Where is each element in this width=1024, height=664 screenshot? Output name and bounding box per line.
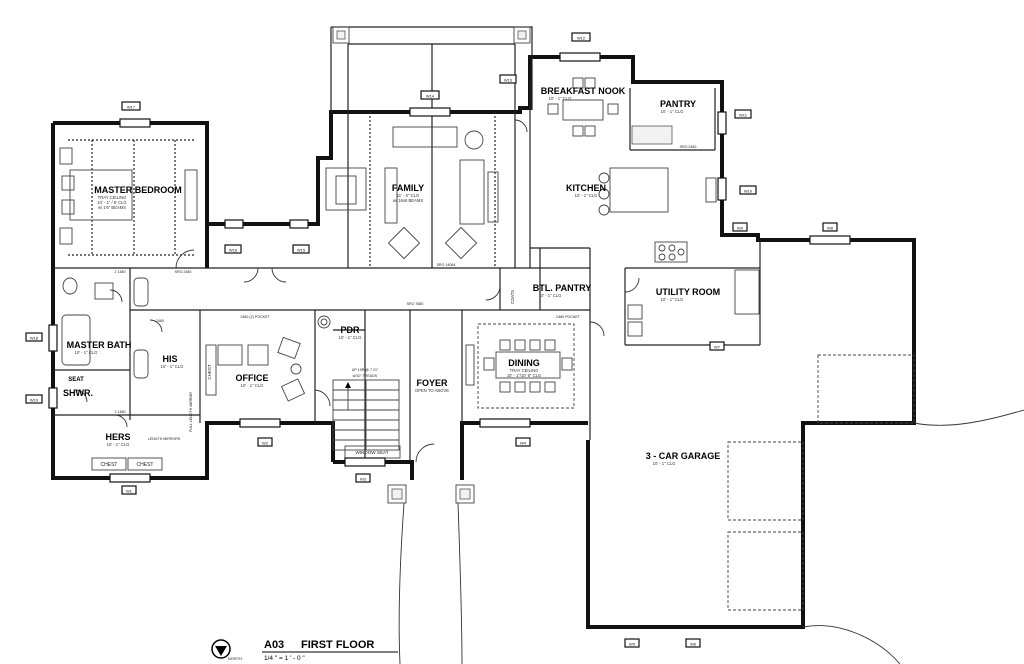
stair-note: w/10" TREADS: [353, 374, 378, 378]
window-tag-w1: W1: [126, 488, 133, 493]
window-seat-label: WINDOW SEAT: [355, 450, 388, 455]
window-tag-w16: W16: [229, 247, 238, 252]
room-label-btl-pantry: BTL. PANTRY: [533, 283, 592, 293]
room-sub: 10' - 1" CLG: [653, 461, 676, 466]
window-tag-w8: W8: [827, 225, 834, 230]
window-tag-w11: W11: [739, 112, 748, 117]
opening-note: SRO 7680: [407, 302, 424, 306]
window-tag-w19: W19: [30, 397, 39, 402]
sheet-title: FIRST FLOOR: [301, 639, 374, 651]
room-sub: 10' - 1" CLG: [241, 383, 264, 388]
room-sub: 10' - 1" CLG: [575, 193, 598, 198]
room-sub: 10' - 1" CLG: [661, 297, 684, 302]
room-label-master-bedroom: MASTER BEDROOM: [94, 185, 182, 195]
room-sub: 10' - 1" CLG: [161, 364, 184, 369]
room-label-pdr: PDR: [340, 325, 360, 335]
porch-columns: [332, 26, 531, 504]
window-tag-w4: W4: [520, 440, 527, 445]
room-label-pantry: PANTRY: [660, 99, 696, 109]
room-label-garage: 3 - CAR GARAGE: [646, 451, 721, 461]
room-sub: 10' - 1" CLG: [339, 335, 362, 340]
opening-notes: SRO 14084 SRO 7680 SRO 2480 2480 (2) POC…: [115, 145, 697, 414]
room-sub: 10' - 1" / 8' CLG: [97, 200, 126, 205]
window-tag-w9: W9: [737, 225, 744, 230]
room-label-breakfast-nook: BREAKFAST NOOK: [541, 86, 626, 96]
room-label-hers: HERS: [105, 432, 130, 442]
room-label-his: HIS: [162, 354, 177, 364]
window-marks: [48, 52, 851, 483]
interior-walls: [53, 80, 915, 611]
opening-note: 2480: [156, 319, 164, 323]
room-labels: MASTER BEDROOM TRAY CEILING 10' - 1" / 8…: [63, 86, 720, 466]
mirror-label: LENGTH MIRRORS: [148, 437, 181, 441]
room-sub: TRAY CEILING: [510, 368, 539, 373]
window-tag-w15: W15: [297, 247, 306, 252]
stair-note: UP 19R @ 7.21": [352, 368, 379, 372]
window-tag-w13: W13: [504, 77, 513, 82]
window-tag-w12: W12: [577, 35, 586, 40]
opening-note: SRO 14084: [437, 263, 456, 267]
chest-label: CHEST: [207, 364, 212, 380]
window-tag-w7: W7: [714, 344, 721, 349]
room-sub: OPEN TO ABOVE: [415, 388, 449, 393]
room-label-utility-room: UTILITY ROOM: [656, 287, 720, 297]
room-sub: 11' - 0" CLG: [397, 193, 419, 198]
window-tag-w10: W10: [744, 188, 753, 193]
room-label-seat: SEAT: [68, 377, 84, 383]
fixture-labels: CHEST CHEST CHEST WINDOW SEAT COATS LENG…: [101, 290, 515, 468]
scale-label: 1/4 " = 1 ' - 0 ": [264, 655, 305, 662]
window-tag-w3: W3: [360, 476, 367, 481]
room-sub: 10' - 1" CLG: [75, 350, 98, 355]
room-label-master-bath: MASTER BATH: [67, 340, 132, 350]
window-tag-w17: W17: [127, 104, 136, 109]
room-label-kitchen: KITCHEN: [566, 183, 606, 193]
opening-note: 2 1480: [115, 270, 126, 274]
window-tag-w14: W14: [426, 93, 435, 98]
driveway: [398, 409, 1024, 664]
window-tag-w6: W6: [690, 641, 697, 646]
room-sub: 10' - 1" CLG: [549, 96, 572, 101]
window-tag-w5: W5: [629, 641, 636, 646]
room-sub: 10' - 1" CLG: [107, 442, 130, 447]
room-sub: w/ 1'6" BEAMS: [98, 205, 126, 210]
opening-note: SRO 2480: [175, 270, 192, 274]
furniture: [59, 77, 760, 471]
window-tag-w2: W2: [262, 440, 269, 445]
room-label-shwr: SHWR.: [63, 388, 93, 398]
room-label-office: OFFICE: [236, 373, 269, 383]
chest-label: CHEST: [101, 462, 118, 468]
title-block: NORTH A03 FIRST FLOOR 1/4 " = 1 ' - 0 ": [211, 639, 398, 662]
opening-note: 2480 (2) POCKET: [240, 315, 270, 319]
exterior-walls: [51, 26, 916, 629]
chest-label: CHEST: [137, 462, 154, 468]
window-tags: W17 W16 W15 W14 W13 W12 W11 W10 W9 W8 W7…: [25, 32, 838, 648]
room-sub: 10' - 1" CLG: [539, 293, 562, 298]
room-sub: 10' - 1" CLG: [661, 109, 684, 114]
room-label-foyer: FOYER: [416, 378, 448, 388]
stair: [332, 379, 400, 451]
room-label-dining: DINING: [508, 358, 540, 368]
mirror-label: FULL LENGTH MIRROR: [189, 392, 193, 432]
opening-note: 2 1480: [115, 410, 126, 414]
room-sub: TRAY CEILING: [98, 195, 127, 200]
opening-note: SRO 2480: [680, 145, 697, 149]
north-label: NORTH: [228, 656, 242, 661]
door-swings: [74, 119, 640, 463]
sheet-number: A03: [264, 639, 284, 651]
window-tag-w18: W18: [30, 335, 39, 340]
room-label-family: FAMILY: [392, 183, 424, 193]
room-sub: w/ 16x8 BEAMS: [393, 198, 423, 203]
room-sub: 10' - 1"/10' 8" CLG: [507, 373, 541, 378]
opening-note: 2480 POCKET: [556, 315, 581, 319]
coats-label: COATS: [510, 290, 515, 304]
